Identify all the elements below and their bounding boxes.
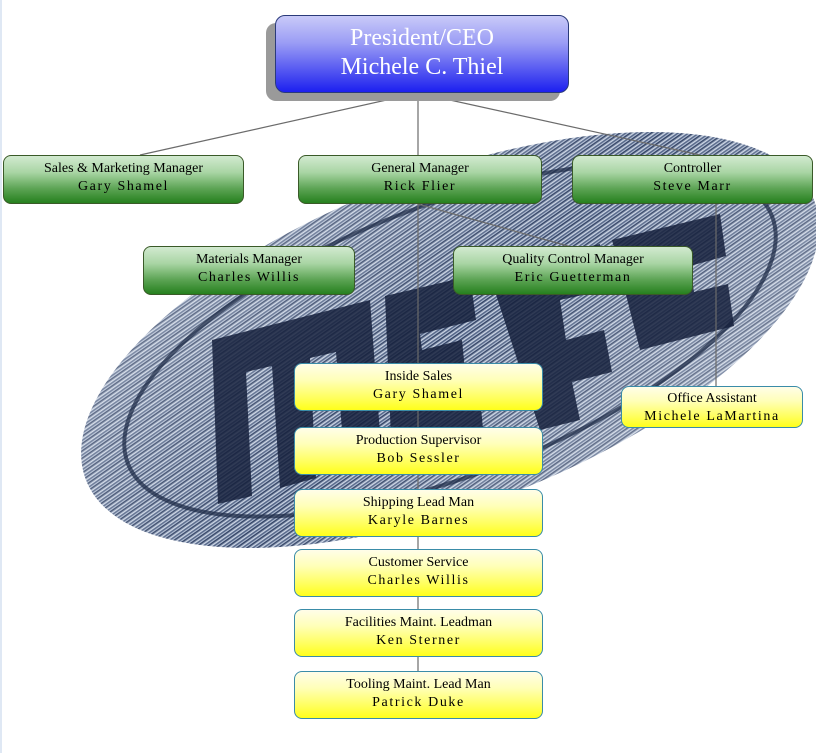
staff-box-customer-service[interactable]: Customer Service Charles Willis	[294, 549, 543, 597]
manager-box-quality-control[interactable]: Quality Control Manager Eric Guetterman	[453, 246, 693, 295]
staff-title: Production Supervisor	[355, 433, 482, 448]
staff-box-inside-sales[interactable]: Inside Sales Gary Shamel	[294, 363, 543, 411]
staff-box-facilities-maint[interactable]: Facilities Maint. Leadman Ken Sterner	[294, 609, 543, 657]
staff-title: Office Assistant	[667, 391, 757, 406]
manager-box-general[interactable]: General Manager Rick Flier	[298, 155, 542, 204]
manager-title: Quality Control Manager	[502, 252, 644, 267]
staff-name: Bob Sessler	[376, 451, 461, 466]
manager-name: Charles Willis	[197, 270, 301, 285]
manager-title: Materials Manager	[195, 252, 303, 267]
staff-name: Gary Shamel	[372, 387, 465, 402]
ceo-title: President/CEO	[350, 25, 494, 51]
staff-name: Charles Willis	[367, 573, 470, 588]
staff-title: Tooling Maint. Lead Man	[346, 677, 491, 692]
staff-title: Customer Service	[368, 555, 469, 570]
manager-title: General Manager	[371, 161, 469, 176]
manager-title: Sales & Marketing Manager	[43, 161, 203, 176]
manager-name: Steve Marr	[653, 179, 732, 194]
staff-box-tooling-maint[interactable]: Tooling Maint. Lead Man Patrick Duke	[294, 671, 543, 719]
manager-name: Rick Flier	[383, 179, 457, 194]
manager-name: Gary Shamel	[77, 179, 170, 194]
page-edge	[0, 0, 2, 753]
manager-title: Controller	[663, 161, 722, 176]
staff-name: Patrick Duke	[372, 695, 465, 710]
staff-box-production-supervisor[interactable]: Production Supervisor Bob Sessler	[294, 427, 543, 475]
manager-box-controller[interactable]: Controller Steve Marr	[572, 155, 813, 204]
staff-name: Michele LaMartina	[644, 409, 780, 424]
staff-title: Facilities Maint. Leadman	[344, 615, 493, 630]
staff-box-shipping-lead[interactable]: Shipping Lead Man Karyle Barnes	[294, 489, 543, 537]
staff-name: Ken Sterner	[376, 633, 461, 648]
staff-name: Karyle Barnes	[367, 513, 470, 528]
staff-title: Inside Sales	[384, 369, 453, 384]
manager-box-sales-marketing[interactable]: Sales & Marketing Manager Gary Shamel	[3, 155, 244, 204]
manager-name: Eric Guetterman	[514, 270, 632, 285]
ceo-name: Michele C. Thiel	[340, 54, 504, 80]
staff-title: Shipping Lead Man	[362, 495, 475, 510]
manager-box-materials[interactable]: Materials Manager Charles Willis	[143, 246, 355, 295]
ceo-box[interactable]: President/CEO Michele C. Thiel	[275, 15, 569, 93]
staff-box-office-assistant[interactable]: Office Assistant Michele LaMartina	[621, 386, 803, 428]
